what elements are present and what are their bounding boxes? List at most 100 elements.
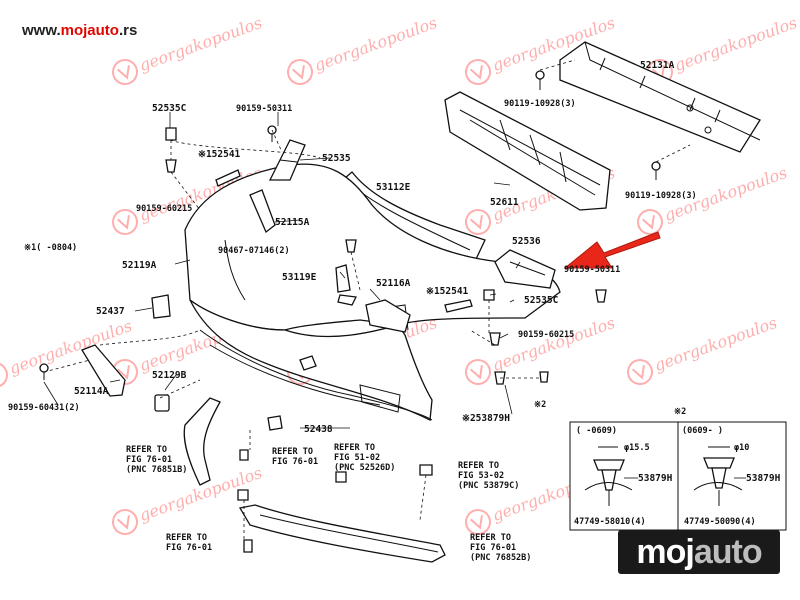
inset-right-range: (0609- )	[682, 426, 723, 436]
label-52437: 52437	[96, 306, 125, 317]
watermark-12: georgakopoulos	[623, 313, 780, 389]
ref-line: FIG 76-01	[126, 455, 172, 465]
inset-right-diameter: φ10	[734, 443, 749, 453]
watermark-1: georgakopoulos	[108, 13, 265, 89]
clip-detail-right-icon	[693, 446, 746, 506]
clip-icon	[165, 159, 177, 173]
label-53119E: 53119E	[282, 272, 317, 283]
watermark-2: georgakopoulos	[283, 13, 440, 89]
clip-icon	[335, 471, 347, 483]
ref-76852B: REFER TO FIG 76-01 (PNC 76852B)	[470, 533, 531, 563]
label-90159-50311-right: 90159-50311	[564, 265, 620, 275]
clip-icon	[345, 239, 357, 253]
ref-line: REFER TO	[334, 443, 375, 453]
label-52116A: 52116A	[376, 278, 411, 289]
clip-icon	[489, 332, 501, 346]
red-arrow-icon	[563, 231, 661, 269]
label-52541-top: ※152541	[198, 149, 241, 160]
label-52535C-top: 52535C	[152, 103, 187, 114]
ref-52526D: REFER TO FIG 51-02 (PNC 52526D)	[334, 443, 395, 473]
clips-52541	[215, 169, 473, 313]
url-prefix: www.	[22, 22, 61, 39]
watermark-text: georgakopoulos	[490, 313, 618, 375]
part-labels: 52131A 90119-10928(3) 90119-10928(3) 525…	[8, 60, 697, 435]
label-90119-10928-top: 90119-10928(3)	[504, 99, 576, 109]
clip-icon	[243, 539, 253, 553]
watermark-text: georgakopoulos	[137, 13, 265, 75]
bracket-52116A	[365, 299, 411, 333]
clip-icon	[539, 371, 549, 383]
ref-line: REFER TO	[470, 533, 511, 543]
clip-detail-left-icon	[584, 446, 638, 506]
ref-line: (PNC 52526D)	[334, 463, 395, 473]
label-90119-10928-bottom: 90119-10928(3)	[625, 191, 697, 201]
inset-frame-right	[677, 421, 787, 531]
brand-part2: auto	[693, 533, 763, 571]
clip-icon	[239, 449, 249, 461]
clip-icon	[483, 289, 495, 301]
ref-line: FIG 53-02	[458, 471, 504, 481]
inset-left-bolt: 47749-58010(4)	[574, 517, 646, 527]
brand-part1: moj	[636, 533, 694, 571]
cap-53119E	[335, 264, 357, 306]
label-52541-mid: ※152541	[426, 286, 469, 297]
ref-line: (PNC 76852B)	[470, 553, 531, 563]
ref-line: REFER TO	[166, 533, 207, 543]
ref-line: FIG 76-01	[272, 457, 318, 467]
bracket-52114A	[81, 344, 126, 397]
label-90159-60431: 90159-60431(2)	[8, 403, 80, 413]
label-53879H-main: ※253879H	[462, 413, 510, 424]
ref-76851B: REFER TO FIG 76-01 (PNC 76851B)	[126, 445, 187, 475]
label-52131A: 52131A	[640, 60, 675, 71]
cap-52129B	[154, 394, 170, 412]
inset-frame-left	[569, 421, 679, 531]
label-note2a: ※2	[534, 400, 546, 410]
cap-52437	[151, 294, 171, 319]
energy-absorber	[444, 91, 611, 211]
lower-spoiler	[238, 504, 446, 563]
watermark-7: georgakopoulos	[643, 13, 800, 89]
clip-icon	[419, 464, 433, 476]
url-suffix: .rs	[118, 22, 138, 39]
clip-detail-inset: ( -0609) (0609- ) φ15.5 φ10 53879H 53879…	[569, 421, 787, 531]
watermark-text: georgakopoulos	[312, 13, 440, 75]
reinforcement-bar	[559, 41, 761, 153]
bracket-52115A	[249, 189, 276, 234]
url-highlight: mojauto	[60, 22, 119, 39]
inset-right-bolt: 47749-50090(4)	[684, 517, 756, 527]
bracket-52536	[494, 249, 556, 289]
inset-left-part: 53879H	[638, 473, 673, 484]
leader-lines	[43, 59, 691, 540]
website-url[interactable]: www.mojauto.rs	[22, 22, 137, 39]
bracket-52535	[268, 139, 306, 181]
label-90159-60215-mid: 90159-60215	[518, 330, 574, 340]
ref-line: REFER TO	[126, 445, 167, 455]
label-note1: ※1( -0804)	[24, 243, 77, 253]
ref-line: FIG 51-02	[334, 453, 380, 463]
label-52115A: 52115A	[275, 217, 310, 228]
label-note2b: ※2	[674, 407, 686, 417]
ref-line: REFER TO	[458, 461, 499, 471]
label-53112E: 53112E	[376, 182, 411, 193]
label-52535C-mid: 52535C	[524, 295, 559, 306]
clip-icon	[267, 415, 283, 431]
fig-references: REFER TO FIG 76-01 (PNC 76851B) REFER TO…	[126, 443, 531, 563]
label-52611: 52611	[490, 197, 519, 208]
label-52438: 52438	[304, 424, 333, 435]
clip-icon	[595, 289, 607, 303]
watermark-text: georgakopoulos	[672, 13, 800, 75]
label-52119A: 52119A	[122, 260, 157, 271]
ref-fig-76-01-a: REFER TO FIG 76-01	[272, 447, 318, 467]
label-90467-07146: 90467-07146(2)	[218, 246, 290, 256]
watermark-text: georgakopoulos	[652, 313, 780, 375]
ref-line: REFER TO	[272, 447, 313, 457]
lower-side-strip	[183, 397, 221, 486]
label-52114A: 52114A	[74, 386, 109, 397]
clip-icon	[237, 489, 249, 501]
bolt-icon	[267, 125, 277, 142]
label-52535: 52535	[322, 153, 351, 164]
clip-icon	[299, 355, 317, 371]
inset-left-range: ( -0609)	[576, 426, 617, 436]
bolt-icon	[535, 70, 545, 90]
bolt-icon	[651, 161, 661, 180]
